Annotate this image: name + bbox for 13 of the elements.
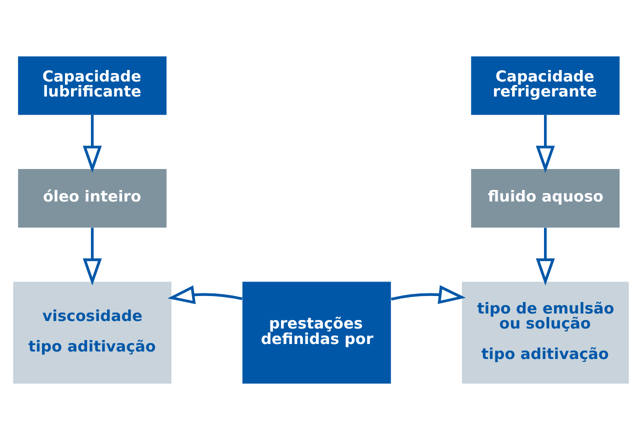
node-box: Capacidade refrigerante [471,56,620,114]
node-box: Capacidade lubrificante [18,56,167,114]
node-box: fluido aquoso [471,168,620,228]
node-box: prestações definidas por [242,281,391,384]
arrow [168,284,242,304]
arrow [536,114,555,172]
arrow [82,114,102,172]
node-box: tipo de emulsão ou solução tipo aditivação [462,281,629,384]
arrow [82,227,102,286]
arrow [390,284,466,304]
node-box: viscosidade tipo aditivação [13,281,172,384]
node-box: óleo inteiro [18,168,167,228]
arrow [536,227,555,286]
